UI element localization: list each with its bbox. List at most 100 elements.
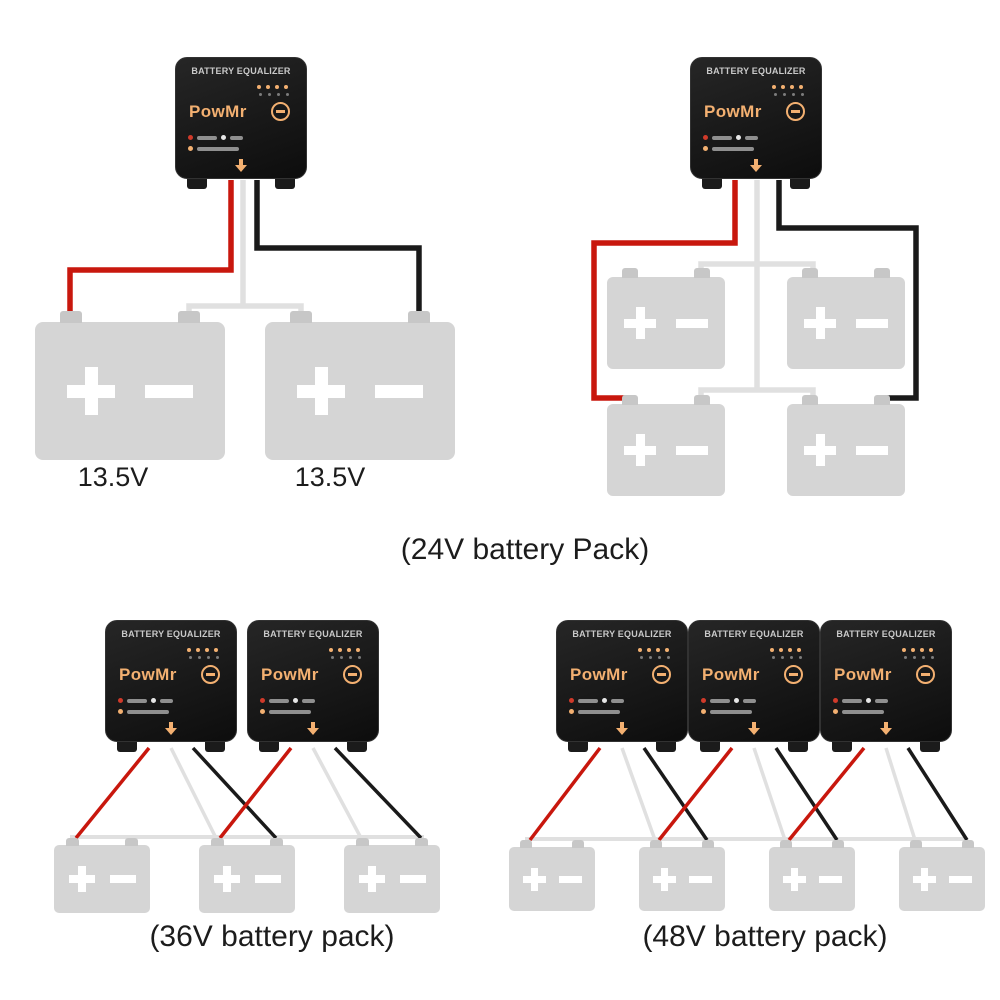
battery-terminal-negative-icon (178, 311, 201, 323)
battery-terminal-negative-icon (269, 838, 283, 846)
led-scale-icon (259, 93, 289, 96)
balance-dial-icon (916, 665, 935, 684)
minus-icon (818, 875, 842, 883)
info-row (188, 146, 239, 151)
minus-icon (676, 318, 708, 328)
info-row (260, 709, 311, 714)
minus-icon (254, 875, 281, 883)
brand-logo: PowMr (702, 665, 760, 684)
battery-terminal-positive-icon (802, 395, 819, 405)
equalizer-device: BATTERY EQUALIZER PowMr (105, 620, 237, 752)
led-scale-icon (772, 656, 802, 659)
wires-48v-pack (525, 746, 969, 842)
info-row (701, 709, 752, 714)
brand-logo: PowMr (834, 665, 892, 684)
balance-dial-icon (271, 102, 290, 121)
equalizer-title: BATTERY EQUALIZER (121, 629, 221, 639)
down-arrow-icon (235, 159, 247, 172)
equalizer-title: BATTERY EQUALIZER (704, 629, 804, 639)
equalizer-device: BATTERY EQUALIZER PowMr (690, 57, 822, 189)
battery-terminal-negative-icon (693, 268, 710, 278)
equalizer-device: BATTERY EQUALIZER PowMr (175, 57, 307, 189)
battery-terminal-positive-icon (650, 840, 663, 848)
minus-icon (399, 875, 426, 883)
battery-terminal-negative-icon (873, 268, 890, 278)
mode-selector-row (260, 698, 315, 703)
down-arrow-icon (616, 722, 628, 735)
battery-terminal-negative-icon (831, 840, 844, 848)
minus-icon (109, 875, 136, 883)
battery-voltage-label: 13.5V (294, 462, 366, 492)
battery-terminal-positive-icon (66, 838, 80, 846)
led-scale-icon (331, 656, 361, 659)
equalizer-body: BATTERY EQUALIZER PowMr (690, 57, 822, 179)
equalizer-device: BATTERY EQUALIZER PowMr (820, 620, 952, 752)
battery (787, 268, 905, 369)
mode-selector-row (188, 135, 243, 140)
battery-terminal-positive-icon (780, 840, 793, 848)
battery-terminal-positive-icon (59, 311, 82, 323)
led-indicators-icon (638, 648, 669, 652)
info-row (118, 709, 169, 714)
brand-logo: PowMr (704, 102, 762, 121)
battery-terminal-negative-icon (873, 395, 890, 405)
equalizer-body: BATTERY EQUALIZER PowMr (820, 620, 952, 742)
battery-terminal-positive-icon (520, 840, 533, 848)
battery-terminal-positive-icon (211, 838, 225, 846)
equalizer-body: BATTERY EQUALIZER PowMr (688, 620, 820, 742)
plus-icon (358, 866, 385, 892)
battery-terminal-positive-icon (802, 268, 819, 278)
down-arrow-icon (307, 722, 319, 735)
battery-terminal-negative-icon (414, 838, 428, 846)
plus-icon (67, 367, 115, 415)
plus-icon (213, 866, 240, 892)
led-scale-icon (904, 656, 934, 659)
mode-selector-row (118, 698, 173, 703)
led-indicators-icon (902, 648, 933, 652)
brand-logo: PowMr (261, 665, 319, 684)
brand-logo: PowMr (119, 665, 177, 684)
pack-24v-label: (24V battery Pack) (400, 533, 650, 566)
plus-icon (804, 307, 836, 339)
plus-icon (782, 867, 806, 891)
led-indicators-icon (329, 648, 360, 652)
led-indicators-icon (187, 648, 218, 652)
battery (639, 840, 725, 911)
battery (787, 395, 905, 496)
plus-icon (652, 867, 676, 891)
battery-terminal-positive-icon (622, 395, 639, 405)
battery (607, 268, 725, 369)
info-row (703, 146, 754, 151)
led-scale-icon (640, 656, 670, 659)
battery-terminal-negative-icon (701, 840, 714, 848)
mode-selector-row (833, 698, 888, 703)
battery-terminal-negative-icon (408, 311, 431, 323)
info-row (833, 709, 884, 714)
minus-icon (558, 875, 582, 883)
battery (769, 840, 855, 911)
balance-dial-icon (784, 665, 803, 684)
plus-icon (297, 367, 345, 415)
battery-terminal-positive-icon (356, 838, 370, 846)
mode-selector-row (701, 698, 756, 703)
battery (509, 840, 595, 911)
minus-icon (375, 384, 423, 398)
brand-logo: PowMr (570, 665, 628, 684)
led-indicators-icon (772, 85, 803, 89)
battery-terminal-positive-icon (910, 840, 923, 848)
led-indicators-icon (257, 85, 288, 89)
plus-icon (912, 867, 936, 891)
equalizer-device: BATTERY EQUALIZER PowMr (688, 620, 820, 752)
info-row (569, 709, 620, 714)
battery-terminal-negative-icon (961, 840, 974, 848)
equalizer-title: BATTERY EQUALIZER (191, 66, 291, 76)
balance-dial-icon (343, 665, 362, 684)
equalizer-body: BATTERY EQUALIZER PowMr (247, 620, 379, 742)
battery-voltage-label: 13.5V (77, 462, 149, 492)
down-arrow-icon (750, 159, 762, 172)
led-indicators-icon (770, 648, 801, 652)
battery (54, 838, 150, 913)
battery (607, 395, 725, 496)
pack-48v-label: (48V battery pack) (642, 920, 888, 953)
